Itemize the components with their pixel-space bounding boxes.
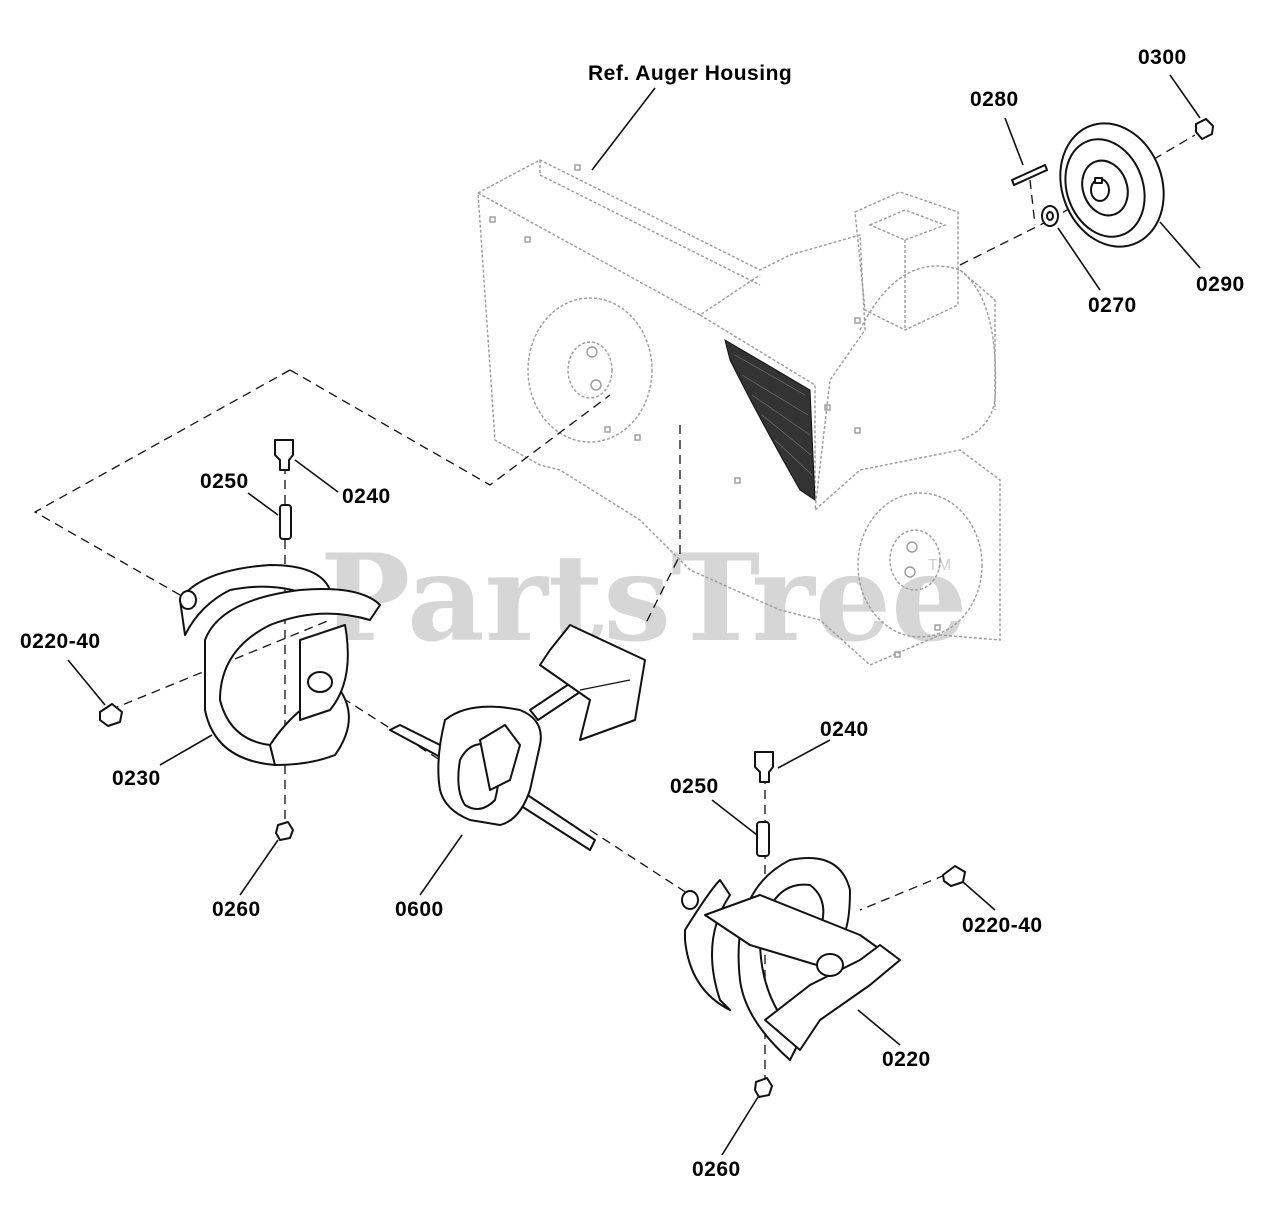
label-0600: 0600 [395,898,444,921]
auger-housing-drawing [477,159,1001,666]
key-drawing [1011,164,1048,186]
right-auger-drawing [681,857,901,1061]
label-0290: 0290 [1196,273,1245,296]
spacer-right-drawing [756,821,770,857]
label-0240-right: 0240 [820,718,869,741]
label-0260-left: 0260 [212,898,261,921]
grease-fitting-left-drawing [99,703,123,727]
label-ref-auger-housing: Ref. Auger Housing [588,62,792,85]
nut-right-drawing [754,1077,773,1098]
label-0220: 0220 [882,1048,931,1071]
left-auger-drawing [179,564,381,766]
bolt-left-drawing [274,439,294,471]
label-0270: 0270 [1088,294,1137,317]
label-0300: 0300 [1138,46,1187,69]
watermark: PartsTree [320,528,967,669]
grease-fitting-right-drawing [942,865,966,887]
label-0280: 0280 [970,88,1019,111]
bolt-right-drawing [754,751,774,783]
spacer-left-drawing [279,504,292,540]
pulley-drawing [1059,122,1165,248]
label-0240-left: 0240 [342,485,391,508]
leader-lines [67,74,1201,1156]
label-0260-right: 0260 [692,1158,741,1181]
label-0250-left: 0250 [200,470,249,493]
assembly-lines [33,134,1196,1080]
nut-drawing [1195,118,1214,140]
label-0220-40-right: 0220-40 [962,914,1043,937]
nut-left-drawing [275,821,294,841]
label-0230: 0230 [112,767,161,790]
label-0220-40-left: 0220-40 [20,630,101,653]
gearbox-drawing [389,624,646,851]
label-0250-right: 0250 [670,775,719,798]
